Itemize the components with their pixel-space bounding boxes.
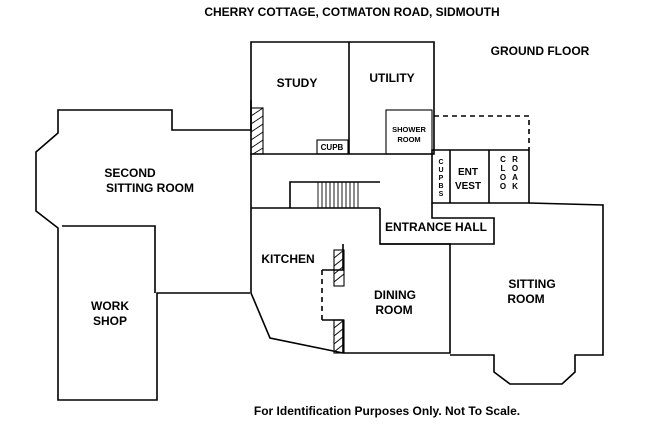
svg-text:A: A — [512, 173, 518, 182]
cupbs-vertical-label: C U P B S — [438, 159, 443, 198]
ent-vest-label-1: ENT — [458, 167, 478, 178]
shower-label-1: SHOWER — [392, 125, 426, 134]
cloak-dashed-outline — [434, 115, 530, 150]
svg-text:O: O — [512, 164, 518, 173]
second-sitting-label-1: SECOND — [104, 166, 156, 180]
plan-title: CHERRY COTTAGE, COTMATON ROAD, SIDMOUTH — [204, 5, 499, 19]
shower-room-box — [385, 109, 433, 155]
study-label: STUDY — [277, 76, 318, 90]
workshop-label-1: WORK — [91, 299, 129, 313]
svg-text:S: S — [439, 191, 444, 198]
dining-label-2: ROOM — [375, 303, 412, 317]
svg-text:C: C — [438, 159, 443, 166]
sitting-label-1: SITTING — [508, 277, 555, 291]
cloakroom-vertical-label: C L O O R O A K — [500, 155, 518, 191]
sitting-room-walls — [450, 202, 604, 385]
svg-text:U: U — [438, 167, 443, 174]
entrance-hall-label: ENTRANCE HALL — [385, 220, 487, 234]
svg-text:O: O — [500, 182, 506, 191]
entrance-hall-walls — [379, 203, 495, 245]
svg-text:R: R — [512, 155, 518, 164]
chimney-hatch-upper — [333, 249, 345, 287]
study-hatch — [250, 107, 264, 155]
disclaimer-footer: For Identification Purposes Only. Not To… — [254, 404, 520, 418]
svg-text:L: L — [501, 164, 506, 173]
svg-text:B: B — [438, 183, 443, 190]
second-sitting-label-2: SITTING ROOM — [106, 181, 194, 195]
kitchen-label: KITCHEN — [261, 252, 314, 266]
sitting-label-2: ROOM — [507, 292, 544, 306]
cupb-box — [316, 139, 349, 155]
svg-text:P: P — [439, 175, 444, 182]
floor-label: GROUND FLOOR — [491, 44, 590, 58]
second-sitting-room-walls — [35, 100, 252, 401]
svg-text:K: K — [512, 182, 518, 191]
chimney-hatch-lower — [333, 319, 345, 354]
dining-chimney-wall — [322, 319, 344, 353]
workshop-label-2: SHOP — [93, 314, 127, 328]
workshop-walls — [62, 225, 156, 293]
dining-label-1: DINING — [374, 288, 416, 302]
svg-text:C: C — [500, 155, 506, 164]
svg-text:O: O — [500, 173, 506, 182]
shower-label-2: ROOM — [397, 135, 420, 144]
utility-label: UTILITY — [369, 71, 414, 85]
cupb-label: CUPB — [321, 143, 344, 152]
staircase — [289, 181, 380, 208]
kitchen-dining-wall — [322, 244, 344, 271]
ent-vest-label-2: VEST — [455, 181, 481, 192]
